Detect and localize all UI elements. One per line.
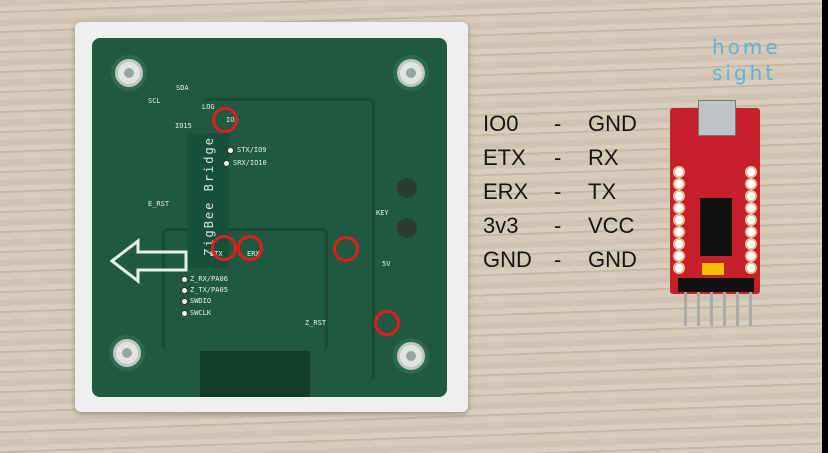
mapping-right: GND xyxy=(588,247,637,272)
label-scl: SCL xyxy=(148,97,161,105)
adapter-pin-hole xyxy=(673,178,685,190)
jumper xyxy=(702,263,724,275)
label-stx-io9: STX/IO9 xyxy=(237,146,267,154)
adapter-pin-hole xyxy=(745,202,757,214)
label-io15: IO15 xyxy=(175,122,192,130)
label-5v: 5V xyxy=(382,260,391,268)
label-key: KEY xyxy=(376,209,389,217)
home-sight-logo: home sight xyxy=(712,35,781,85)
adapter-pin-hole xyxy=(745,178,757,190)
adapter-pin-hole xyxy=(673,166,685,178)
mounting-hole xyxy=(113,339,141,367)
mapping-left: IO0 xyxy=(483,111,519,136)
adapter-pin-hole xyxy=(745,166,757,178)
mapping-sep: - xyxy=(554,247,562,272)
adapter-pin-hole xyxy=(673,214,685,226)
component xyxy=(397,218,417,238)
mapping-right: GND xyxy=(588,111,637,136)
pad xyxy=(181,287,188,294)
adapter-pin-hole xyxy=(673,238,685,250)
chip xyxy=(700,198,732,256)
adapter-pin-hole xyxy=(673,190,685,202)
highlight-3v3 xyxy=(333,236,359,262)
label-z-rst: Z_RST xyxy=(305,319,327,327)
mapping-left: ERX xyxy=(483,179,529,204)
pin-header xyxy=(678,278,754,292)
usb-serial-adapter xyxy=(670,100,760,294)
mounting-hole xyxy=(115,59,143,87)
mapping-sep: - xyxy=(554,111,562,136)
mapping-left: GND xyxy=(483,247,532,272)
component xyxy=(397,178,417,198)
pad xyxy=(181,276,188,283)
pad xyxy=(181,298,188,305)
pcb-trace xyxy=(162,228,328,351)
label-srx-io10: SRX/IO10 xyxy=(233,159,267,167)
mapping-sep: - xyxy=(554,145,562,170)
label-swclk: SWCLK xyxy=(190,309,212,317)
label-log: LOG xyxy=(202,103,215,111)
mapping-right: RX xyxy=(588,145,619,170)
adapter-pin-hole xyxy=(745,226,757,238)
mapping-left: ETX xyxy=(483,145,526,170)
mapping-sep: - xyxy=(554,213,562,238)
adapter-pin-hole xyxy=(673,202,685,214)
pcb-trace xyxy=(202,98,375,381)
mounting-hole xyxy=(397,59,425,87)
header-pin xyxy=(723,292,726,326)
mapping-sep: - xyxy=(554,179,562,204)
label-z-rx: Z_RX/PA06 xyxy=(190,275,228,283)
adapter-pin-hole xyxy=(745,250,757,262)
mapping-right: VCC xyxy=(588,213,635,238)
usb-port xyxy=(698,100,736,136)
label-sda: SDA xyxy=(176,84,189,92)
connector-cutout xyxy=(200,351,310,397)
adapter-pin-hole xyxy=(745,214,757,226)
label-e-rst: E_RST xyxy=(148,200,170,208)
adapter-pin-hole xyxy=(745,238,757,250)
adapter-pin-hole xyxy=(673,250,685,262)
frame-edge xyxy=(822,0,828,453)
highlight-io0 xyxy=(212,107,238,133)
pad xyxy=(181,310,188,317)
highlight-gnd xyxy=(374,310,400,336)
header-pin xyxy=(684,292,687,326)
header-pin xyxy=(710,292,713,326)
adapter-pin-hole xyxy=(673,262,685,274)
adapter-pin-hole xyxy=(745,190,757,202)
header-pin xyxy=(697,292,700,326)
arrow-left-icon xyxy=(110,238,188,284)
pcb-board: ZigBee Bridge xyxy=(92,38,447,397)
adapter-pin-hole xyxy=(745,262,757,274)
highlight-erx xyxy=(237,235,263,261)
highlight-etx xyxy=(211,235,237,261)
mapping-left: 3v3 xyxy=(483,213,519,238)
adapter-pin-hole xyxy=(673,226,685,238)
header-pin xyxy=(736,292,739,326)
mapping-right: TX xyxy=(588,179,617,204)
label-swdio: SWDIO xyxy=(190,297,212,305)
pad xyxy=(227,147,234,154)
label-z-tx: Z_TX/PA05 xyxy=(190,286,228,294)
header-pin xyxy=(749,292,752,326)
mounting-hole xyxy=(397,342,425,370)
pad xyxy=(223,160,230,167)
